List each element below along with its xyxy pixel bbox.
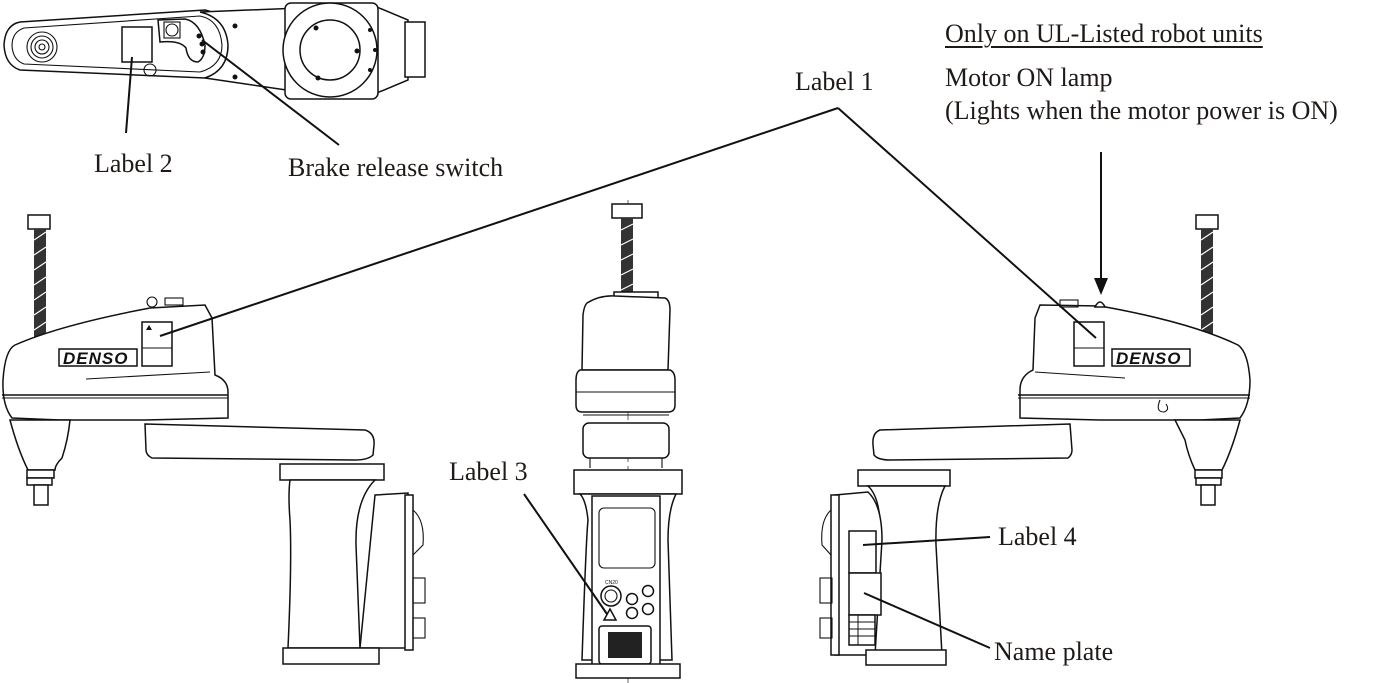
brake-switch-leader-line: [201, 39, 340, 146]
label2-leader-line: [125, 56, 133, 134]
connector-label-cn20: CN20: [605, 580, 618, 586]
name-plate-leader-line: [863, 592, 991, 649]
right-side-view: DENSO: [819, 107, 1251, 666]
left-side-view: DENSO: [2, 107, 839, 665]
name-plate-callout: Name plate: [994, 637, 1114, 666]
brake-release-switch-callout: Brake release switch: [288, 153, 504, 182]
label-2-callout: Label 2: [94, 149, 173, 178]
label1-leader-right: [837, 107, 1097, 339]
denso-logo-left: DENSO: [63, 349, 128, 368]
label-3-callout: Label 3: [449, 457, 528, 486]
label-4-callout: Label 4: [998, 522, 1077, 551]
arrow-down-icon: [1094, 278, 1108, 295]
front-view: CN20: [523, 200, 683, 683]
label3-leader-line: [523, 493, 608, 615]
label1-leader-left: [159, 107, 839, 337]
top-view: [3, 2, 426, 146]
ul-listed-note: Only on UL-Listed robot units: [945, 19, 1263, 48]
motor-on-lamp: [1093, 301, 1107, 308]
label4-leader-line: [862, 536, 991, 546]
motor-on-lamp-callout: Motor ON lamp: [945, 63, 1113, 92]
label-1-callout: Label 1: [795, 67, 874, 96]
motor-on-lamp-description: (Lights when the motor power is ON): [945, 96, 1338, 125]
denso-logo-right: DENSO: [1116, 349, 1181, 368]
label4-plate: [848, 530, 877, 574]
